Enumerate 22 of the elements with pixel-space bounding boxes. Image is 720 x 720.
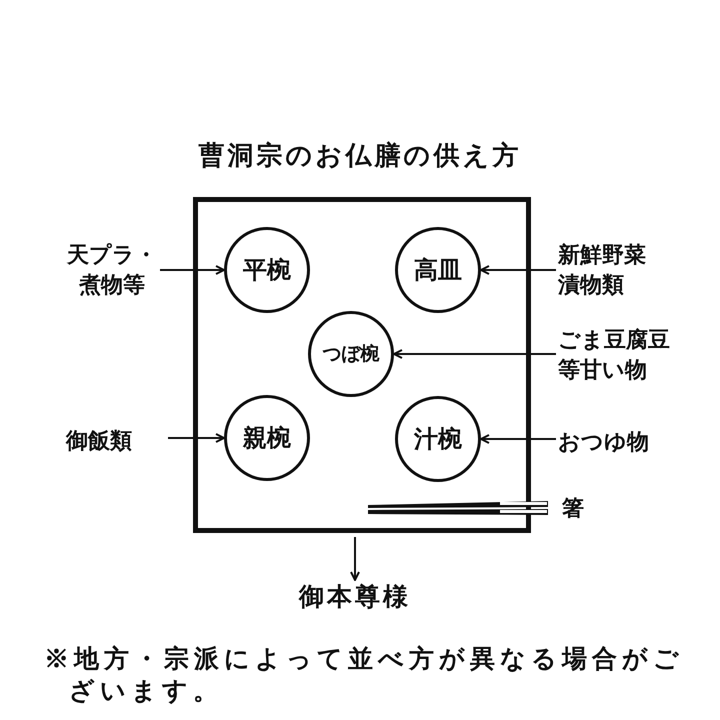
- note-text: ※地方・宗派によって並べ方が異なる場合がございます。: [44, 643, 685, 707]
- food-label: 御飯類: [66, 426, 166, 456]
- arrow: [393, 349, 556, 359]
- arrow: [480, 434, 556, 444]
- food-label: ごま豆腐豆等甘い物: [558, 325, 683, 385]
- bowl-circle: 親椀: [224, 395, 310, 481]
- arrow: [168, 433, 225, 443]
- bowl-circle: 高皿: [395, 227, 481, 313]
- arrow: [160, 265, 225, 275]
- altar-label: 御本尊様: [0, 582, 710, 612]
- arrow: [480, 265, 556, 275]
- bowl-circle: 汁椀: [395, 396, 481, 482]
- food-label: おつゆ物: [558, 427, 678, 457]
- tray-outline: [193, 197, 531, 533]
- food-label: 天プラ・煮物等: [66, 240, 158, 300]
- title: 曹洞宗のお仏膳の供え方: [198, 140, 522, 173]
- bowl-circle: つぼ椀: [308, 311, 394, 397]
- chopsticks-icon: [366, 499, 550, 517]
- bowl-circle: 平椀: [224, 227, 310, 313]
- food-label: 新鮮野菜漬物類: [558, 240, 658, 300]
- chopsticks-label: 箸: [562, 494, 584, 523]
- arrow: [350, 537, 360, 581]
